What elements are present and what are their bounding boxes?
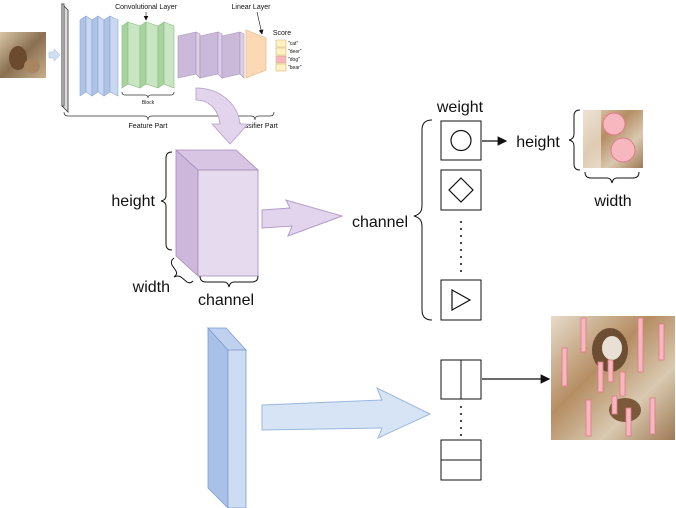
score-bar-label: "deer" [288, 49, 302, 55]
score-bar-label: "dog" [288, 57, 300, 63]
filter-split-vertical [440, 359, 482, 400]
score-bar-label: "cat" [288, 41, 298, 47]
output-height-brace [568, 109, 581, 171]
width-brace [170, 257, 194, 284]
filters-brace [413, 119, 433, 321]
activation-map [583, 110, 643, 168]
score-label: Score [273, 30, 291, 37]
input-slab [61, 3, 69, 113]
purple-arrow [261, 199, 344, 237]
height-brace [160, 151, 173, 251]
score-bar [275, 47, 287, 56]
output-width-brace [584, 171, 640, 184]
linear-layer [245, 29, 267, 79]
block-brace [121, 91, 175, 99]
feature-part-brace [63, 111, 233, 121]
input-arrow [48, 48, 61, 62]
feature-part-label: Feature Part [129, 123, 168, 130]
output-width-label: width [593, 193, 631, 210]
filters-channel-label: channel [352, 214, 408, 231]
zoom-arrow [195, 87, 249, 145]
network-overview: "cat" "deer" "dog" "bear" Convolutional Lay… [0, 3, 302, 145]
filter-triangle [440, 279, 482, 321]
channel-label: channel [198, 292, 254, 309]
filter-circle [440, 120, 482, 161]
blue-arrow [261, 386, 432, 439]
channel-brace [199, 275, 259, 288]
feature-map-cube [174, 149, 260, 277]
block-label: Block [142, 100, 155, 106]
score-bars: "cat" "deer" "dog" "bear" [275, 39, 302, 72]
score-bar [275, 39, 287, 48]
output-height-label: height [516, 134, 560, 151]
convolutional-layer-label: Convolutional Layer [115, 4, 178, 11]
score-bar-label: "bear" [288, 65, 302, 71]
filter-diamond [440, 169, 482, 211]
linear-layer-label: Linear Layer [232, 4, 272, 11]
cube-left-face [175, 149, 199, 277]
blue-feature-slab [207, 326, 247, 508]
filter-split-horizontal [440, 439, 482, 481]
triangle-icon [451, 288, 472, 312]
weight-label: weight [436, 99, 484, 116]
classifier-part-label: Classifier Part [234, 123, 278, 130]
height-label: height [111, 193, 155, 210]
width-label: width [132, 279, 170, 296]
cube-front-face [197, 169, 259, 277]
score-bar [275, 63, 287, 72]
filter-dots-bottom [460, 406, 462, 436]
score-bar [275, 55, 287, 64]
input-image [0, 32, 46, 78]
circle-icon [450, 129, 472, 152]
filter-dots [460, 221, 462, 272]
diamond-icon [448, 177, 474, 203]
activation-image-strips [551, 316, 675, 440]
conv-layers-green [121, 21, 175, 89]
conv-layers-blue [79, 15, 119, 97]
conv-layers-purple [177, 31, 245, 79]
